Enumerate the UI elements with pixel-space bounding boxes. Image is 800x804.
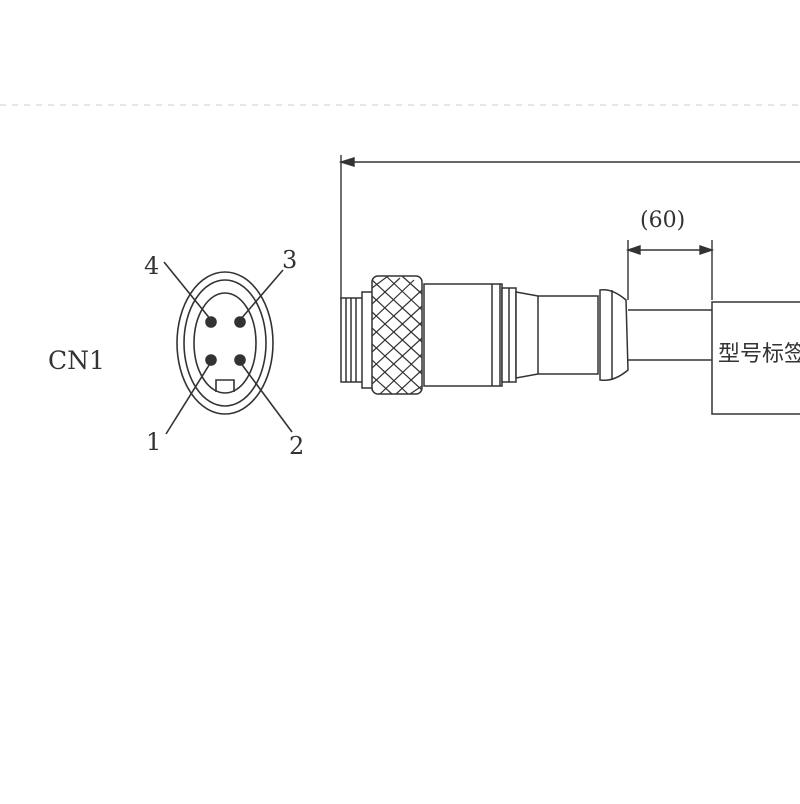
segment-arrow-left <box>625 245 641 255</box>
pin-label-4: 4 <box>144 252 160 280</box>
segment-dimension <box>625 240 715 300</box>
label-box-text: 型号标签 <box>718 342 800 367</box>
cable <box>628 309 712 361</box>
segment-dimension-label: (60) <box>640 208 686 233</box>
connector-name: CN1 <box>48 346 105 375</box>
overall-arrow <box>338 157 355 167</box>
label-box-outline <box>711 301 800 415</box>
pin-2 <box>234 354 246 366</box>
leader-pin-1 <box>165 361 212 435</box>
face-outer-ring <box>176 271 274 415</box>
overall-dimension <box>338 155 800 300</box>
leader-pin-4 <box>163 261 212 321</box>
leader-pin-2 <box>239 361 293 433</box>
pin-4 <box>205 316 217 328</box>
knurl-pattern <box>371 275 423 395</box>
segment-arrow-right <box>699 245 715 255</box>
connector-side-view <box>340 275 629 395</box>
face-key-notch <box>215 379 235 392</box>
connector-front-thread <box>340 297 364 383</box>
leader-pin-3 <box>239 269 284 321</box>
model-label-box <box>711 301 800 415</box>
face-middle-ring <box>183 279 267 407</box>
pin-face-view <box>163 261 293 435</box>
label-box-clip: 型号标签 <box>716 330 800 390</box>
connector-boot <box>599 288 629 382</box>
face-inner-ring <box>193 292 257 394</box>
pin-label-1: 1 <box>146 428 162 456</box>
pin-1 <box>205 354 217 366</box>
pin-label-3: 3 <box>282 246 298 274</box>
connector-body <box>423 283 503 387</box>
pin-label-2: 2 <box>289 432 305 460</box>
pin-3 <box>234 316 246 328</box>
connector-taper <box>515 291 599 379</box>
